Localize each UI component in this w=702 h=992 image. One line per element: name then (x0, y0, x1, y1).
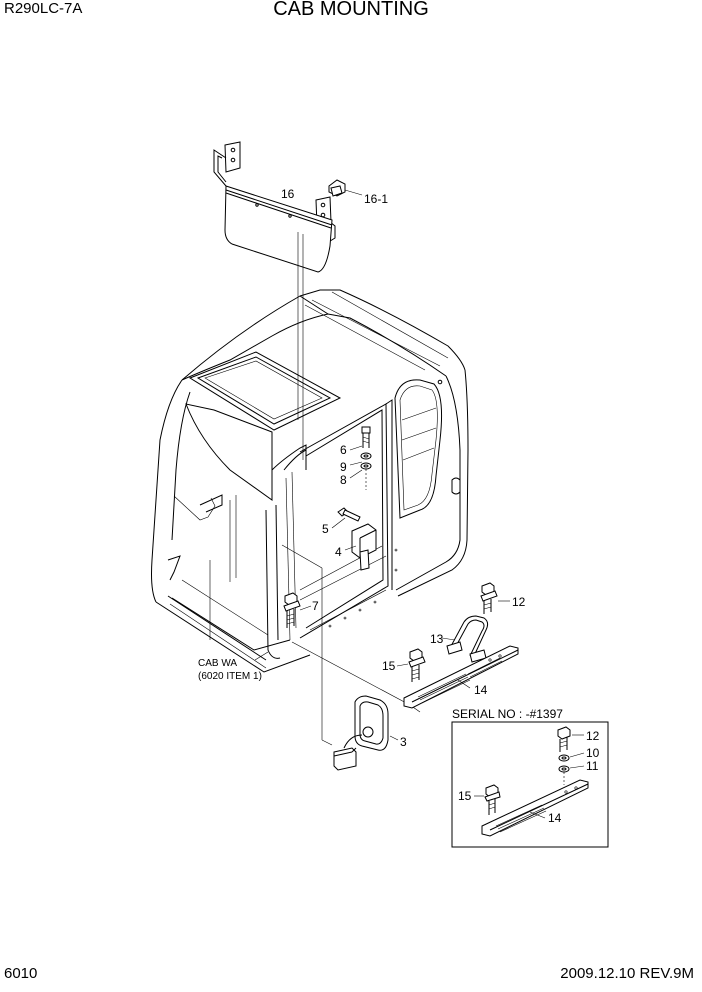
page-title: CAB MOUNTING (273, 0, 429, 20)
bracket-4 (344, 523, 377, 571)
cab-note-line2: (6020 ITEM 1) (198, 671, 262, 682)
callout-14: 14 (474, 683, 488, 697)
pin-5 (331, 507, 361, 529)
callout-3: 3 (400, 735, 407, 749)
callout-6: 6 (340, 443, 347, 457)
callout-9: 9 (340, 460, 347, 474)
serial-callout-15: 15 (458, 789, 472, 803)
model-number: R290LC-7A (4, 0, 83, 17)
callout-5: 5 (322, 522, 329, 536)
callout-7: 7 (312, 599, 319, 613)
callout-4: 4 (335, 545, 342, 559)
mirror-3 (281, 544, 399, 771)
callout-15: 15 (382, 659, 396, 673)
callout-13: 13 (430, 632, 444, 646)
callout-8: 8 (340, 473, 347, 487)
callout-16-1: 16-1 (364, 192, 388, 206)
washer-9 (349, 452, 372, 466)
bolt-15 (396, 648, 426, 682)
callout-12: 12 (512, 595, 526, 609)
sun-visor (213, 141, 336, 273)
serial-callout-14: 14 (548, 811, 562, 825)
serial-no-box (451, 721, 609, 848)
cab-note-line1: CAB WA (198, 658, 237, 669)
serial-box-title: SERIAL NO : -#1397 (452, 707, 563, 721)
serial-callout-12: 12 (586, 729, 600, 743)
handle-13 (441, 615, 489, 663)
callout-16: 16 (281, 187, 295, 201)
cab-frame (151, 289, 469, 673)
page-number: 6010 (4, 965, 38, 982)
bolt-6 (349, 426, 371, 451)
bolt-16-1 (328, 179, 363, 197)
serial-callout-10: 10 (586, 746, 600, 760)
bolt-7 (283, 592, 312, 628)
serial-callout-11: 11 (586, 759, 599, 773)
step-plate-14 (403, 645, 519, 709)
date-revision: 2009.12.10 REV.9M (560, 965, 694, 982)
washer-8 (349, 462, 372, 490)
bolt-12 (480, 582, 510, 614)
